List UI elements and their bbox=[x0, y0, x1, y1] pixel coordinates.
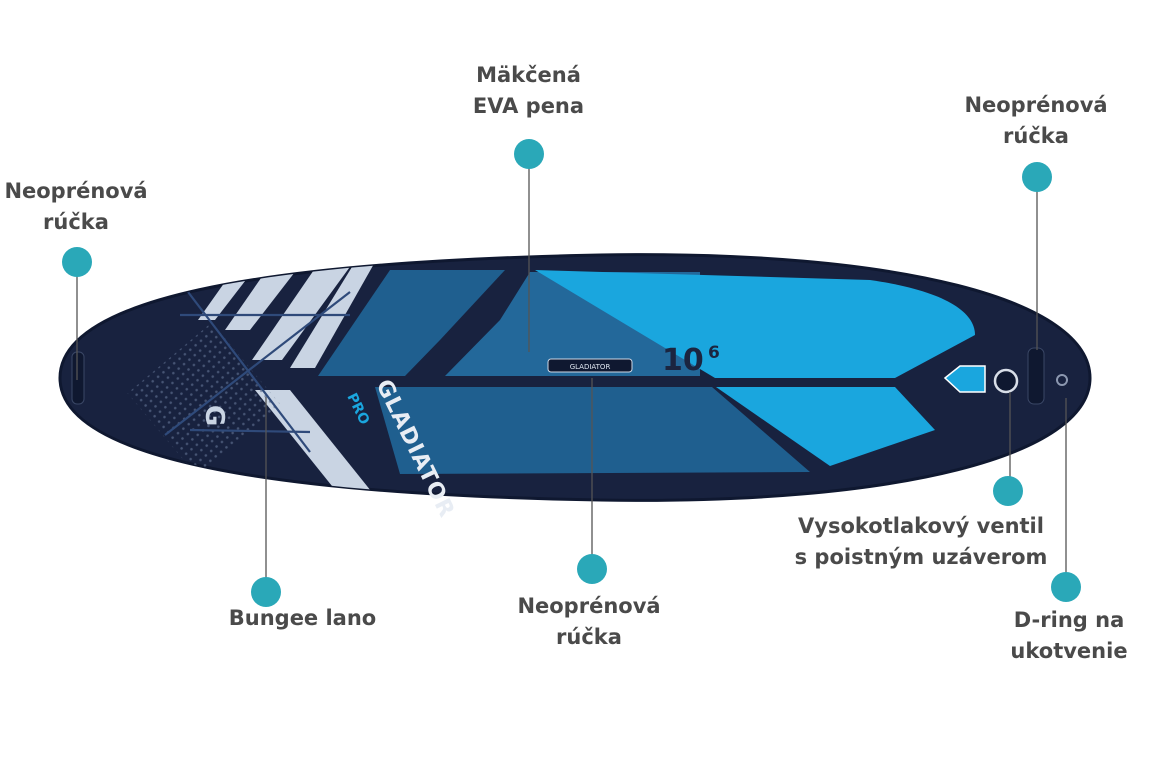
marker-handle-center bbox=[577, 554, 607, 584]
valve bbox=[993, 368, 1019, 394]
center-handle-text: GLADIATOR bbox=[570, 363, 611, 371]
deck-pad-top-left bbox=[318, 270, 505, 376]
marker-handle-right bbox=[1022, 162, 1052, 192]
callout-lines bbox=[76, 154, 1067, 592]
right-handle bbox=[1027, 347, 1045, 405]
center-handle bbox=[547, 358, 633, 373]
board-size: 10 bbox=[662, 343, 704, 378]
board-size-sup: 6 bbox=[708, 343, 720, 363]
bungee-cords bbox=[164, 287, 351, 453]
left-handle bbox=[71, 351, 85, 405]
dot-pattern bbox=[127, 322, 283, 478]
valve-badge bbox=[943, 365, 986, 393]
marker-handle-left bbox=[62, 247, 92, 277]
deck-pad-bottom-right bbox=[716, 387, 935, 466]
label-bungee: Bungee lano bbox=[228, 606, 377, 630]
marker-valve bbox=[993, 476, 1023, 506]
marker-eva-pad bbox=[514, 139, 544, 169]
deck-pad-top-right bbox=[535, 270, 975, 378]
d-ring bbox=[1056, 374, 1068, 386]
marker-bungee bbox=[251, 577, 281, 607]
logo-g: G bbox=[199, 405, 229, 426]
marker-d-ring bbox=[1051, 572, 1081, 602]
